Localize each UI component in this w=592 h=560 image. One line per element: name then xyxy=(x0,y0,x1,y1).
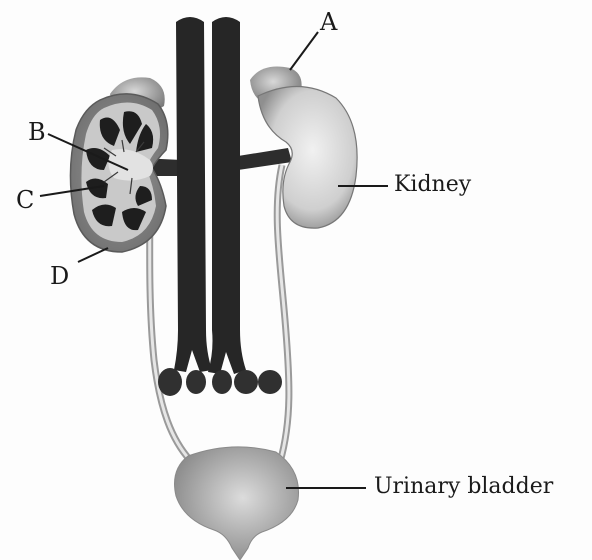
urinary-bladder xyxy=(175,447,299,560)
label-d: D xyxy=(50,264,69,288)
label-b: B xyxy=(28,120,46,144)
label-urinary-bladder: Urinary bladder xyxy=(374,476,553,498)
iliac-right-2 xyxy=(234,370,258,394)
label-a: A xyxy=(320,10,337,34)
label-kidney: Kidney xyxy=(394,174,471,196)
vena-cava xyxy=(174,17,212,372)
leader-d xyxy=(78,248,108,262)
iliac-left-1 xyxy=(158,368,182,396)
iliac-left-2 xyxy=(186,370,206,394)
aorta xyxy=(208,17,246,374)
iliac-right-3 xyxy=(258,370,282,394)
label-c: C xyxy=(16,188,34,212)
iliac-right-1 xyxy=(212,370,232,394)
leader-a xyxy=(290,32,318,70)
